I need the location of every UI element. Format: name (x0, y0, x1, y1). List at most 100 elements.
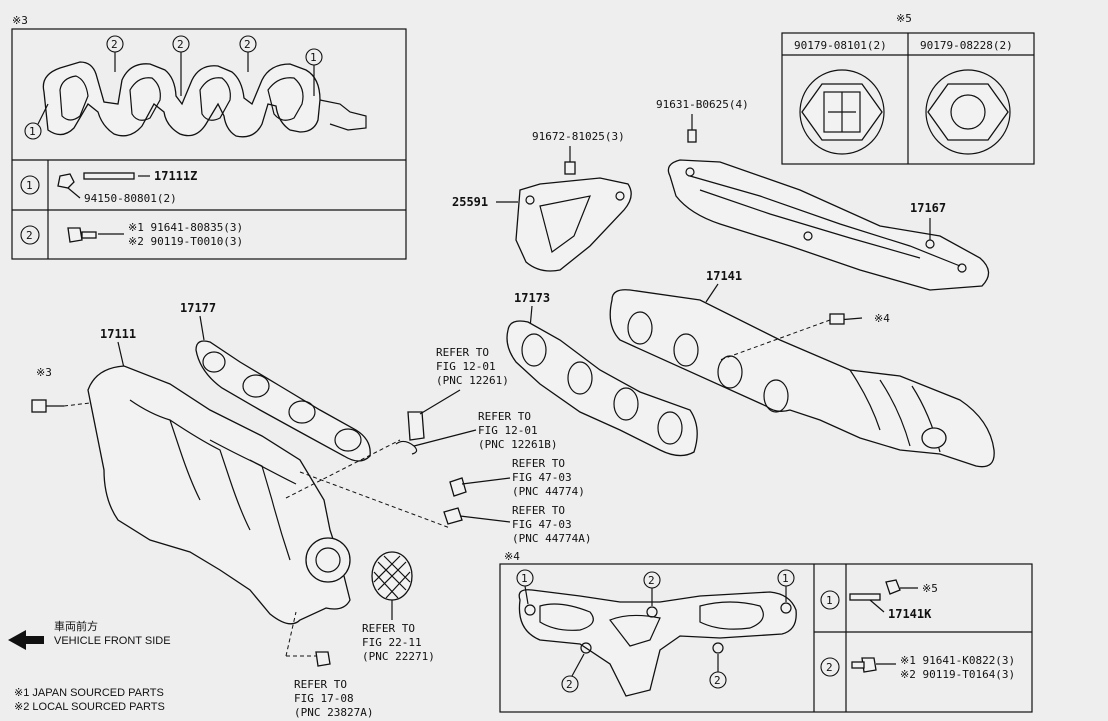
label-17111: 17111 (100, 327, 136, 341)
label-91631-b0625: 91631-B0625(4) (656, 98, 749, 111)
front-label-jp: 車両前方 (54, 619, 98, 633)
inset-3-row-2: 2 ※1 91641-80835(3) ※2 90119-T0010(3) (20, 221, 243, 248)
inset-4-callout-1b: 1 (777, 569, 795, 587)
inset-4: ※4 1 2 1 2 2 1 ※5 (499, 550, 1033, 713)
part-90179-08228: 90179-08228(2) (920, 39, 1013, 52)
legend-japan: ※1 JAPAN SOURCED PARTS (14, 687, 164, 699)
part-91641-k0822: ※1 91641-K0822(3) (900, 654, 1015, 667)
svg-text:1: 1 (826, 594, 833, 607)
stud-bolt-icon (83, 172, 135, 180)
heat-insulator-17167: 91631-B0625(4) 17167 (656, 98, 990, 291)
svg-text:FIG 12-01: FIG 12-01 (436, 360, 496, 373)
nut-icon (57, 173, 75, 189)
stud-bolt-icon (849, 593, 881, 601)
vehicle-front-indicator: 車両前方 VEHICLE FRONT SIDE (8, 619, 171, 650)
bolt-icon (564, 161, 576, 175)
inset-4-callout-2c: 2 (709, 671, 727, 689)
svg-text:2: 2 (244, 38, 251, 51)
part-90119-t0010: ※2 90119-T0010(3) (128, 235, 243, 248)
svg-text:REFER TO: REFER TO (512, 457, 565, 470)
refer-to-23827a: REFER TO FIG 17-08 (PNC 23827A) (294, 678, 373, 719)
part-17111z: 17111Z (154, 169, 197, 183)
bolt-head-icon (67, 227, 83, 243)
svg-text:FIG 17-08: FIG 17-08 (294, 692, 354, 705)
svg-text:(PNC 22271): (PNC 22271) (362, 650, 435, 663)
svg-text:FIG 12-01: FIG 12-01 (478, 424, 538, 437)
svg-text:(PNC 44774): (PNC 44774) (512, 485, 585, 498)
inset-3-callout-2a: 2 (106, 35, 124, 53)
bolt-shank-icon (81, 231, 97, 239)
svg-text:REFER TO: REFER TO (478, 410, 531, 423)
inset-4-callout-2a: 2 (643, 571, 661, 589)
part-90119-t0164: ※2 90119-T0164(3) (900, 668, 1015, 681)
inset-5: ※5 90179-08101(2) 90179-08228(2) (781, 12, 1035, 165)
bolt-icon (687, 129, 697, 143)
label-25591: 25591 (452, 195, 488, 209)
part-94150-80801: 94150-80801(2) (84, 192, 177, 205)
castle-nut-drawing (799, 69, 885, 155)
part-90179-08101: 90179-08101(2) (794, 39, 887, 52)
clip-icon (395, 440, 418, 455)
refer-to-44774a: REFER TO FIG 47-03 (PNC 44774A) (512, 504, 591, 545)
svg-text:REFER TO: REFER TO (436, 346, 489, 359)
inset-3-row-2-key: 2 (26, 229, 33, 242)
svg-text:(PNC 12261B): (PNC 12261B) (478, 438, 557, 451)
svg-text:(PNC 44774A): (PNC 44774A) (512, 532, 591, 545)
inset-4-title: ※4 (504, 550, 520, 563)
refer-to-22271: REFER TO FIG 22-11 (PNC 22271) (362, 622, 435, 663)
inset-3-callout-1a: 1 (24, 122, 42, 140)
exhaust-gasket-17173: 17173 (506, 291, 698, 457)
svg-text:2: 2 (648, 574, 655, 587)
inset-3-row-1-key: 1 (26, 179, 33, 192)
svg-text:2: 2 (714, 674, 721, 687)
bracket-25591: 91672-81025(3) 25591 (452, 130, 632, 272)
intake-manifold-17111: 17111 ※3 (31, 327, 451, 625)
label-17141: 17141 (706, 269, 742, 283)
hose-icon (407, 411, 425, 441)
svg-text:2: 2 (177, 38, 184, 51)
inset-3-frame (11, 28, 407, 260)
svg-text:2: 2 (111, 38, 118, 51)
inset-4-callout-1a: 1 (516, 569, 534, 587)
part-91641-80835: ※1 91641-80835(3) (128, 221, 243, 234)
svg-text:REFER TO: REFER TO (512, 504, 565, 517)
inset-3-title: ※3 (12, 14, 28, 27)
label-91672-81025: 91672-81025(3) (532, 130, 625, 143)
svg-text:FIG 22-11: FIG 22-11 (362, 636, 422, 649)
svg-text:1: 1 (29, 125, 36, 138)
svg-text:2: 2 (566, 678, 573, 691)
intake-gasket-drawing (42, 61, 367, 138)
nut-icon (885, 579, 901, 595)
inset-3-row-1: 1 17111Z 94150-80801(2) (20, 169, 197, 205)
label-mark4: ※4 (874, 312, 890, 325)
inset-4-callout-2b: 2 (561, 675, 579, 693)
svg-text:REFER TO: REFER TO (294, 678, 347, 691)
bolt-icon (31, 399, 47, 413)
inset-3-callout-1b: 1 (305, 48, 323, 66)
label-mark3: ※3 (36, 366, 52, 379)
inset-3-callout-2b: 2 (172, 35, 190, 53)
hose-icon (315, 651, 331, 667)
inset-4-frame (499, 563, 1033, 713)
svg-text:1: 1 (310, 51, 317, 64)
inset-5-title: ※5 (896, 12, 912, 25)
refer-to-12261: REFER TO FIG 12-01 (PNC 12261) (436, 346, 509, 387)
part-17141k: 17141K (888, 607, 932, 621)
exhaust-flange-drawing (518, 589, 797, 697)
hose-icon (449, 477, 467, 497)
svg-text:FIG 47-03: FIG 47-03 (512, 471, 572, 484)
refer-to-44774: REFER TO FIG 47-03 (PNC 44774) (512, 457, 585, 498)
exhaust-manifold-17141: 17141 ※4 (609, 269, 995, 468)
bolt-icon (829, 313, 845, 325)
legend-local: ※2 LOCAL SOURCED PARTS (14, 701, 165, 713)
svg-text:1: 1 (521, 572, 528, 585)
svg-text:REFER TO: REFER TO (362, 622, 415, 635)
label-17173: 17173 (514, 291, 550, 305)
inset-4-row-2: 2 ※1 91641-K0822(3) ※2 90119-T0164(3) (820, 654, 1015, 681)
intake-gasket-17177: 17177 (180, 301, 371, 462)
label-17177: 17177 (180, 301, 216, 315)
svg-text:2: 2 (826, 661, 833, 674)
inset-3: ※3 1 2 2 2 1 1 17111Z (11, 14, 407, 260)
